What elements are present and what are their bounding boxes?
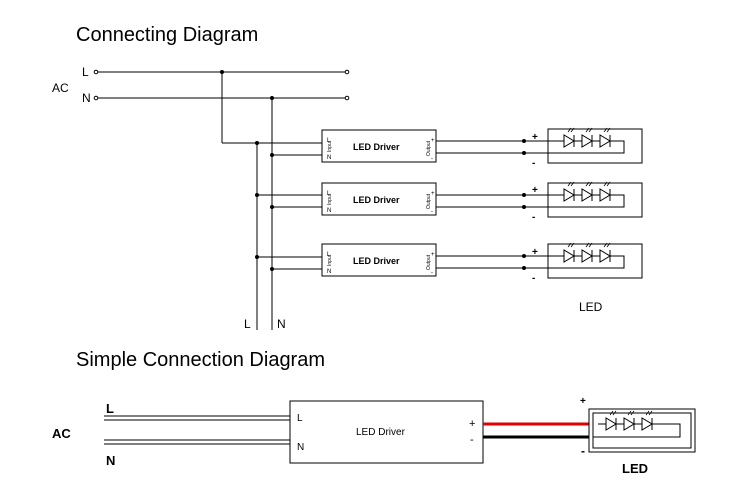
diagram-title: Connecting Diagram [76,24,259,46]
led-module-1: + - [532,127,643,169]
svg-text:Output: Output [426,140,432,156]
svg-text:Output: Output [426,254,432,270]
svg-text:N: N [297,442,304,453]
ac-bus-lines [93,69,350,330]
led-driver-2: L N Input LED Driver Output + - [321,182,437,216]
simple-led-module [588,408,696,453]
simple-input-wires [104,415,290,445]
svg-text:Input: Input [327,140,333,152]
led-module-3: + - [532,242,643,284]
svg-text:-: - [532,273,535,284]
simple-output-wires [483,422,593,439]
svg-text:Input: Input [327,254,333,266]
svg-text:-: - [532,158,535,169]
driver-output-wires [436,139,560,270]
svg-text:L: L [327,191,331,197]
led-driver-3: L N Input LED Driver Output + - [321,243,437,277]
svg-text:LED Driver: LED Driver [356,427,406,438]
svg-text:-: - [431,209,433,215]
svg-text:L: L [327,252,331,258]
led-label: LED [579,300,603,314]
simple-ac-label: AC [52,426,71,441]
svg-text:+: + [431,138,435,144]
simple-led-driver: L N LED Driver + - [289,400,484,464]
line-label: L [82,65,89,79]
ac-label: AC [52,81,69,95]
led-driver-1: L N Input LED Driver Output + - [321,129,437,163]
svg-text:-: - [431,270,433,276]
svg-text:-: - [532,212,535,223]
simple-line-label: L [106,401,114,416]
svg-text:+: + [532,185,538,196]
bottom-n-label: N [277,317,286,331]
svg-text:+: + [431,191,435,197]
svg-text:LED Driver: LED Driver [353,256,400,266]
svg-text:Input: Input [327,193,333,205]
svg-text:Output: Output [426,193,432,209]
simple-led-label: LED [622,461,648,476]
simple-plus-label: + [580,396,586,407]
svg-text:N: N [327,269,331,275]
svg-text:+: + [469,418,475,430]
svg-text:+: + [431,252,435,258]
simple-diagram-title: Simple Connection Diagram [76,349,326,371]
svg-text:+: + [532,247,538,258]
bottom-l-label: L [244,317,251,331]
led-module-2: + - [532,181,643,223]
simple-minus-label: - [581,444,585,458]
neutral-label: N [82,91,91,105]
svg-text:L: L [327,138,331,144]
svg-text:LED Driver: LED Driver [353,142,400,152]
svg-text:L: L [297,413,303,424]
simple-neutral-label: N [106,453,115,468]
svg-text:N: N [327,155,331,161]
svg-text:N: N [327,208,331,214]
svg-text:-: - [470,434,474,446]
svg-text:LED Driver: LED Driver [353,195,400,205]
svg-text:-: - [431,156,433,162]
svg-text:+: + [532,132,538,143]
